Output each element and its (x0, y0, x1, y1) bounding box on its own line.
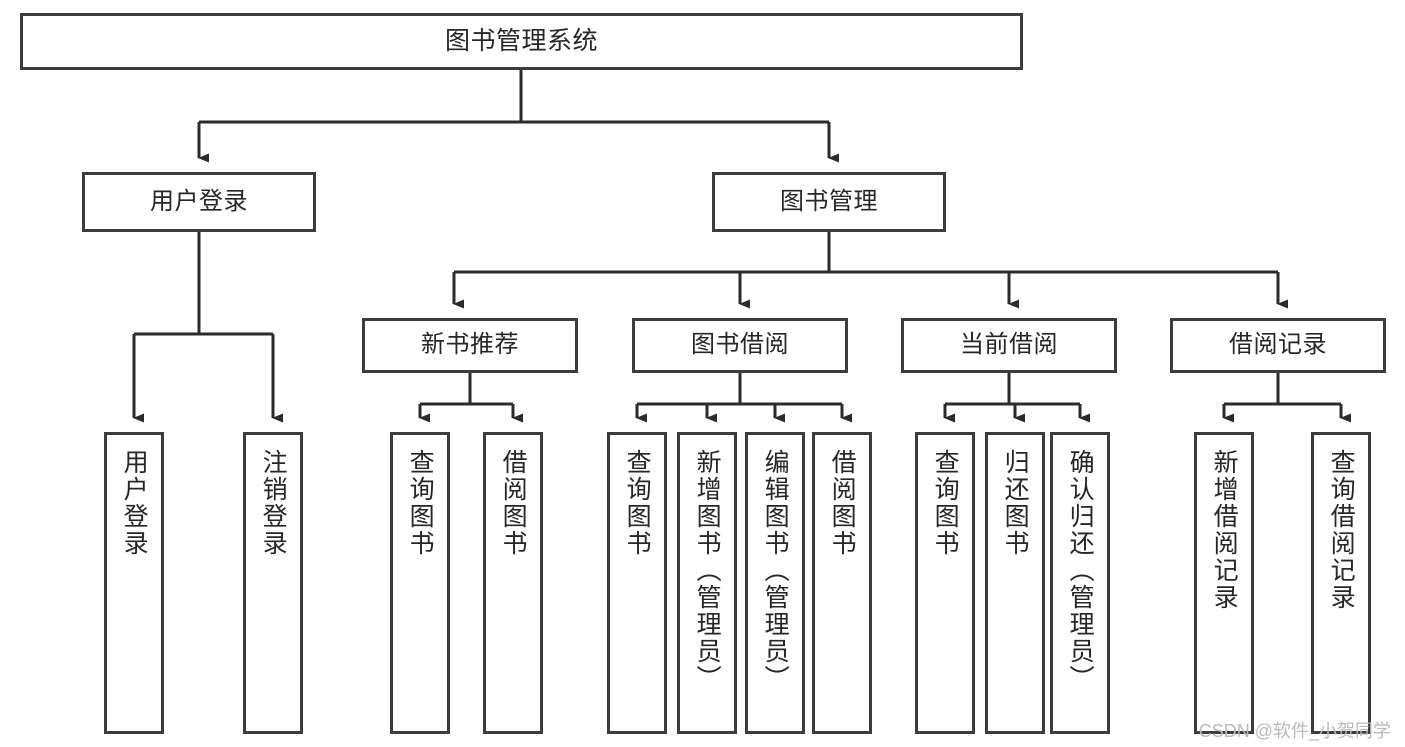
leaf-current-borrow-confirm-return-admin[interactable]: 确认归还（管理员） (1050, 432, 1110, 734)
node-label: 图书管理系统 (444, 26, 598, 55)
leaf-book-borrow-edit-book-admin[interactable]: 编辑图书（管理员） (745, 432, 805, 734)
node-label: 借阅图书 (828, 449, 857, 557)
leaf-user-login-logout[interactable]: 注销登录 (243, 432, 303, 734)
node-label: 注销登录 (259, 449, 288, 557)
node-label: 查询图书 (931, 449, 960, 557)
connector-current-borrow-to-leaves (943, 373, 1090, 423)
node-label: 用户登录 (120, 449, 149, 557)
node-label: 确认归还（管理员） (1066, 449, 1095, 692)
connector-user-login-to-leaves (132, 232, 283, 423)
node-root-library-management-system[interactable]: 图书管理系统 (20, 13, 1023, 70)
leaf-new-book-query-books[interactable]: 查询图书 (390, 432, 450, 734)
connector-root-to-level2 (197, 70, 839, 163)
leaf-book-borrow-query-books[interactable]: 查询图书 (607, 432, 667, 734)
node-book-management[interactable]: 图书管理 (712, 172, 946, 232)
leaf-current-borrow-query-books[interactable]: 查询图书 (915, 432, 975, 734)
node-label: 查询图书 (406, 449, 435, 557)
node-new-book-recommendation[interactable]: 新书推荐 (362, 318, 578, 373)
connector-borrow-record-to-leaves (1222, 373, 1351, 423)
leaf-user-login-login[interactable]: 用户登录 (104, 432, 164, 734)
node-label: 图书管理 (780, 187, 878, 215)
leaf-new-book-borrow-books[interactable]: 借阅图书 (483, 432, 543, 734)
node-label: 借阅记录 (1229, 331, 1327, 359)
leaf-borrow-record-add-record[interactable]: 新增借阅记录 (1194, 432, 1254, 734)
leaf-borrow-record-query-record[interactable]: 查询借阅记录 (1311, 432, 1371, 734)
node-current-borrowing[interactable]: 当前借阅 (901, 318, 1117, 373)
node-label: 归还图书 (1001, 449, 1030, 557)
leaf-book-borrow-add-book-admin[interactable]: 新增图书（管理员） (677, 432, 737, 734)
node-label: 图书借阅 (691, 331, 789, 359)
node-label: 新书推荐 (421, 331, 519, 359)
node-label: 借阅图书 (499, 449, 528, 557)
node-label: 用户登录 (150, 187, 248, 215)
node-label: 当前借阅 (960, 331, 1058, 359)
connector-book-borrow-to-leaves (635, 373, 852, 423)
node-label: 查询图书 (623, 449, 652, 557)
leaf-current-borrow-return-books[interactable]: 归还图书 (985, 432, 1045, 734)
node-label: 查询借阅记录 (1327, 449, 1356, 611)
node-label: 编辑图书（管理员） (761, 449, 790, 692)
node-book-borrowing[interactable]: 图书借阅 (632, 318, 848, 373)
leaf-book-borrow-borrow-books[interactable]: 借阅图书 (812, 432, 872, 734)
node-label: 新增借阅记录 (1210, 449, 1239, 611)
node-borrowing-record[interactable]: 借阅记录 (1170, 318, 1386, 373)
node-label: 新增图书（管理员） (693, 449, 722, 692)
node-user-login[interactable]: 用户登录 (82, 172, 316, 232)
connector-book-mgmt-to-level3 (452, 232, 1288, 309)
connector-new-book-to-leaves (418, 373, 523, 423)
